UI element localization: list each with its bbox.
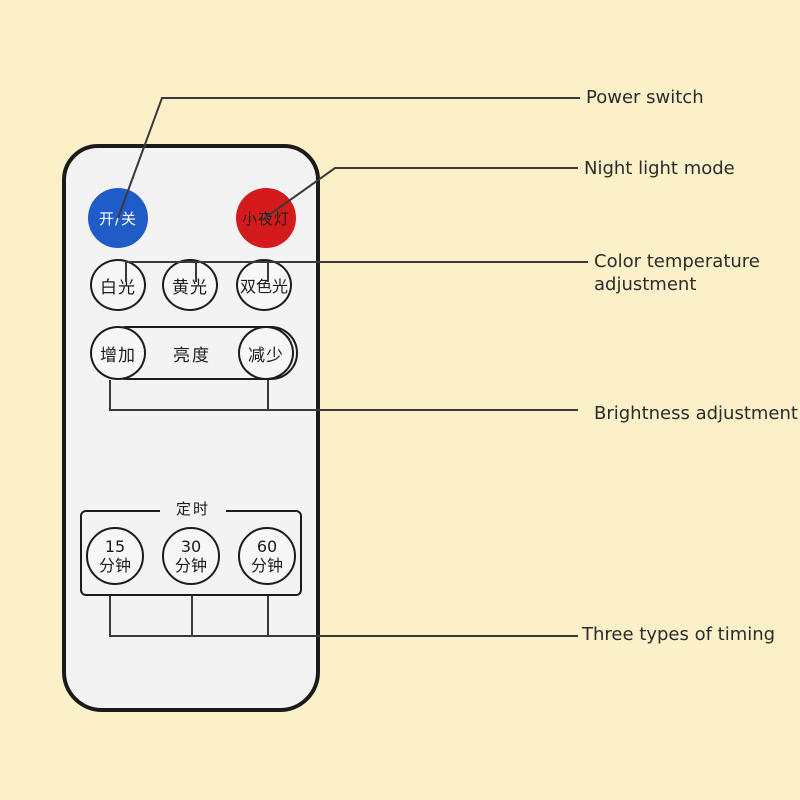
timer-title: 定时	[160, 498, 226, 520]
white-light-button[interactable]: 白光	[90, 259, 146, 311]
brightness-increase-button[interactable]: 增加	[90, 326, 146, 380]
timer-60-number: 60	[256, 537, 278, 556]
callout-timing: Three types of timing	[582, 624, 776, 645]
timer-15-unit: 分钟	[98, 556, 131, 575]
callout-color-line1: Color temperature	[594, 251, 760, 272]
power-button[interactable]: 开/关	[88, 188, 148, 248]
callout-power: Power switch	[586, 87, 704, 108]
brightness-decrease-label: 减少	[248, 345, 284, 366]
white-light-label: 白光	[100, 277, 136, 298]
timer-30-button[interactable]: 30 分钟	[162, 527, 220, 585]
power-button-label: 开/关	[98, 209, 138, 228]
yellow-light-button[interactable]: 黄光	[162, 259, 218, 311]
timer-60-unit: 分钟	[250, 556, 283, 575]
timer-30-number: 30	[180, 537, 202, 556]
timer-15-button[interactable]: 15 分钟	[86, 527, 144, 585]
callout-night: Night light mode	[584, 158, 735, 179]
yellow-light-label: 黄光	[172, 277, 208, 298]
dual-color-button[interactable]: 双色光	[236, 259, 292, 311]
brightness-decrease-button[interactable]: 减少	[238, 326, 294, 380]
night-light-button[interactable]: 小夜灯	[236, 188, 296, 248]
night-light-button-label: 小夜灯	[241, 209, 290, 228]
callout-color-line2: adjustment	[594, 274, 697, 295]
dual-color-label: 双色光	[239, 277, 288, 296]
brightness-increase-label: 增加	[100, 345, 136, 366]
timer-60-button[interactable]: 60 分钟	[238, 527, 296, 585]
brightness-label: 亮度	[173, 345, 211, 366]
callout-brightness: Brightness adjustment	[594, 403, 798, 424]
timer-30-unit: 分钟	[174, 556, 207, 575]
timer-15-number: 15	[104, 537, 126, 556]
